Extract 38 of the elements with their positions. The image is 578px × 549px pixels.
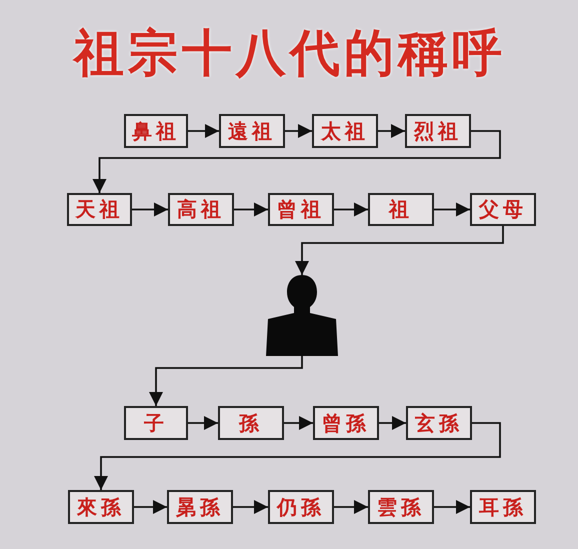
arrow [434,202,470,216]
arrow [334,500,368,514]
arrow [379,416,406,430]
name-box: 高祖 [168,193,234,226]
name-box: 來孫 [68,490,134,524]
name-box: 天祖 [67,193,132,226]
name-box: 遠祖 [219,114,285,148]
arrow [188,416,218,430]
name-box: 雲孫 [368,490,434,524]
name-box: 曾祖 [268,193,334,226]
person-silhouette [266,275,338,356]
arrow [334,202,368,216]
arrow [134,500,167,514]
name-box: 曾孫 [313,406,379,440]
name-box: 晜孫 [167,490,233,524]
arrow [434,500,470,514]
name-box: 太祖 [312,114,378,148]
arrow [149,356,303,406]
name-box: 父母 [470,193,536,226]
name-box: 烈祖 [405,114,471,148]
arrow [378,124,405,138]
name-box: 仍孫 [268,490,334,524]
arrow [132,202,168,216]
name-box: 玄孫 [406,406,472,440]
name-box: 孫 [218,406,284,440]
name-box: 祖 [368,193,434,226]
arrow [234,202,268,216]
arrow [92,130,501,193]
title: 祖宗十八代的稱呼 [72,22,507,84]
name-box: 鼻祖 [124,114,188,148]
arrow [295,226,504,275]
arrow [285,124,312,138]
name-box: 耳孫 [470,490,536,524]
arrow [94,422,501,490]
arrow [233,500,268,514]
name-box: 子 [124,406,188,440]
arrow [188,124,219,138]
arrow [284,416,313,430]
